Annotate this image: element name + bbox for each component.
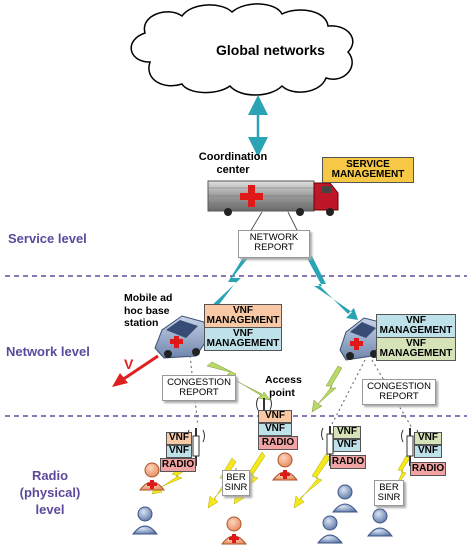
radio-tower-1-icon: [187, 428, 205, 466]
congestion-report-left: CONGESTION REPORT: [162, 375, 236, 401]
coordination-center-label: Coordination center: [196, 151, 270, 176]
lightning-left-icon: [206, 256, 248, 318]
coordination-label-line2: center: [216, 163, 250, 176]
stack1-radio: RADIO: [160, 458, 196, 472]
service-level-label: Service level: [8, 231, 87, 246]
person-2-icon: [331, 484, 359, 513]
vnf-mgmt-line2: MANAGEMENT: [206, 338, 280, 349]
sinr-line: SINR: [377, 492, 401, 504]
vnf-mgmt-line2: MANAGEMENT: [206, 315, 280, 326]
lightning-green-right-icon: [311, 365, 343, 413]
person-3-icon: [316, 515, 344, 544]
stack3-vnf-blue: VNF: [333, 439, 361, 452]
coordination-label-line1: Coordination: [198, 151, 268, 163]
congestion-report-right: CONGESTION REPORT: [362, 379, 436, 405]
ap-radio: RADIO: [258, 436, 298, 450]
cloud-shape: [130, 3, 354, 96]
service-management-line1: SERVICE: [346, 158, 390, 170]
stack4-vnf-green: VNF: [414, 432, 442, 445]
mobile-station-line3: station: [124, 317, 159, 330]
stack1-vnf-orange: VNF: [166, 432, 192, 445]
coordination-truck: [207, 180, 339, 216]
stack1-vnf-blue: VNF: [166, 445, 192, 458]
congestion-line2: REPORT: [379, 391, 419, 403]
mobile-station-line1: Mobile ad: [124, 292, 173, 304]
person-4-icon: [366, 508, 394, 537]
ber-line: BER: [226, 472, 246, 483]
medic-person-2-icon: [271, 452, 299, 481]
ber-sinr-right: BER SINR: [374, 480, 404, 506]
vnf-mgmt-line1: VNF: [406, 314, 426, 326]
vnf-mgmt-line1: VNF: [233, 327, 253, 339]
radio-level-line1: Radio (physical): [19, 468, 81, 500]
ber-sinr-left: BER SINR: [222, 470, 250, 496]
ap-vnf-orange: VNF: [258, 410, 292, 423]
mobile-base-station-car: [154, 315, 208, 359]
access-point-line2: point: [269, 386, 295, 399]
congestion-line2: REPORT: [179, 387, 219, 399]
person-1-icon: [131, 506, 159, 535]
service-management-line2: MANAGEMENT: [331, 169, 405, 180]
ap-vnf-blue: VNF: [258, 423, 292, 436]
sinr-line: SINR: [224, 482, 248, 494]
vnf-mgmt-line1: VNF: [406, 337, 426, 349]
radio-level-label: Radio (physical) level: [0, 468, 100, 519]
medic-person-3-icon: [220, 516, 248, 545]
cloud-label: Global networks: [216, 42, 325, 58]
velocity-label: V: [124, 356, 134, 372]
lightning-right-icon: [307, 256, 358, 320]
stack4-vnf-blue: VNF: [414, 445, 442, 458]
access-point-label: Access point: [265, 374, 302, 399]
lightning-yellow-3-icon: [293, 453, 331, 509]
ber-line: BER: [379, 482, 399, 493]
stack3-radio: RADIO: [330, 455, 366, 469]
radio-level-line2: level: [35, 501, 65, 517]
network-level-label: Network level: [6, 344, 90, 359]
velocity-arrow: [121, 354, 159, 382]
vnf-mgmt-line2: MANAGEMENT: [379, 348, 453, 359]
access-point-line1: Access: [265, 374, 302, 386]
mobile-station-line2: hoc base: [124, 304, 170, 317]
lightning-yellow-2-icon: [233, 451, 266, 505]
vnf-mgmt-line2: MANAGEMENT: [379, 325, 453, 336]
stack4-radio: RADIO: [410, 462, 446, 476]
mobile-station-label: Mobile ad hoc base station: [124, 292, 172, 330]
network-report-line2: REPORT: [254, 242, 294, 254]
medic-person-1-icon: [138, 462, 166, 491]
network-report-box: NETWORK REPORT: [238, 230, 310, 258]
congestion-line1: CONGESTION: [167, 377, 231, 388]
vnf-mgmt-line1: VNF: [233, 304, 253, 316]
congestion-line1: CONGESTION: [367, 381, 431, 392]
stack3-vnf-green: VNF: [333, 426, 361, 439]
network-report-line1: NETWORK: [249, 232, 299, 243]
